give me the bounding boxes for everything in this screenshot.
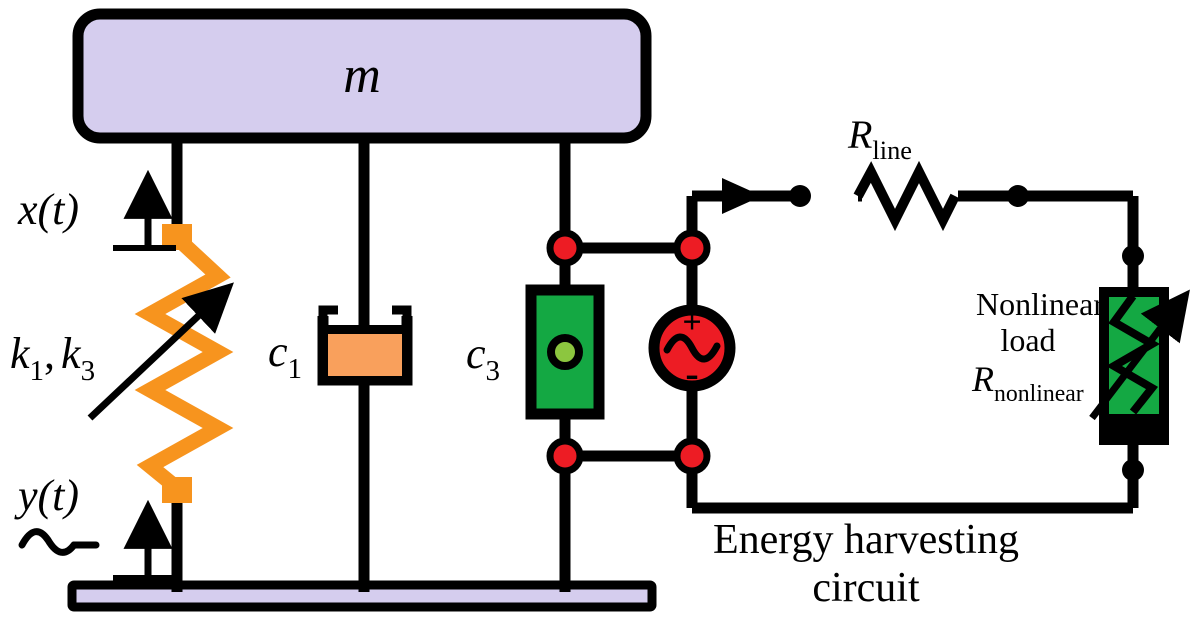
base-excitation-indicator-y: y(t) [14,471,176,581]
electromechanical-transducer-c3: c3 [466,284,605,420]
transducer-body [525,284,605,420]
displacement-indicator-x: x(t) [17,169,176,251]
nonlinear-spring [87,224,234,503]
mass-label: m [343,47,381,104]
dashpot-fluid [328,334,402,376]
nonlinear-load-label-line1: Nonlinear [976,286,1104,322]
spring-stiffness-label: k1,k3 [10,329,95,387]
caption-line-1: Energy harvesting [713,517,1019,563]
node-rline-left [789,185,811,207]
variable-resistor-icon [1106,293,1160,415]
svg-text:Rline: Rline [847,112,912,165]
k1-label: k [10,329,31,378]
caption-line-2: circuit [812,565,920,611]
k3-label: k [61,329,82,378]
mass-block: m [72,8,652,144]
c3-label: c [466,329,486,378]
y-excitation-label: y(t) [14,471,79,520]
node-load-bottom [1122,459,1144,481]
dashpot-cylinder-icon [317,316,413,386]
current-direction-arrow-icon [722,178,762,214]
svg-text:c3: c3 [466,329,500,387]
ac-source-plus-label: + [682,304,701,341]
circuit-wiring [565,190,1139,514]
x-displacement-label: x(t) [17,185,79,234]
nonlinearity-arrow-icon [87,282,234,421]
nonlinear-load-arrow-icon [1089,289,1190,421]
rline-subscript: line [872,135,912,165]
k-label-comma: , [44,329,55,378]
node-source-bottom [673,437,711,475]
circuit-caption: Energy harvesting circuit [713,517,1019,611]
nonlinear-load-resistor: Nonlinear load Rnonlinear [971,286,1190,445]
nonlinear-load-label-line2: load [1000,322,1055,358]
spring-bottom-connector [162,477,192,503]
node-c3-bottom [546,437,584,475]
ac-source-icon: + - [648,304,736,396]
node-rline-right [1007,185,1029,207]
node-load-top [1122,245,1144,267]
nonlinear-load-base [1109,414,1159,435]
node-c3-top [546,229,584,267]
c1-subscript: 1 [288,353,303,385]
svg-text:c1: c1 [268,327,302,385]
c1-label: c [268,327,288,376]
dashpot-damper-c1: c1 [268,305,413,386]
transducer-core-icon [547,334,583,370]
ac-source-waveform [663,333,721,363]
c3-subscript: 3 [486,355,501,387]
resistor-icon [853,160,960,232]
sine-wave-icon [18,528,78,556]
rnonlinear-subscript: nonlinear [994,381,1084,407]
ac-source-minus-label: - [685,351,698,396]
svg-text:Rnonlinear: Rnonlinear [971,359,1084,407]
node-source-top [673,229,711,267]
svg-text:k1,k3: k1,k3 [10,329,95,387]
rnonlinear-label: R [971,359,994,399]
k1-subscript: 1 [30,355,45,387]
line-resistor: Rline [847,112,960,232]
spring-coil-icon [134,232,234,494]
circuit-nodes [546,185,1144,481]
rline-label: R [847,112,872,157]
k3-subscript: 3 [81,355,96,387]
